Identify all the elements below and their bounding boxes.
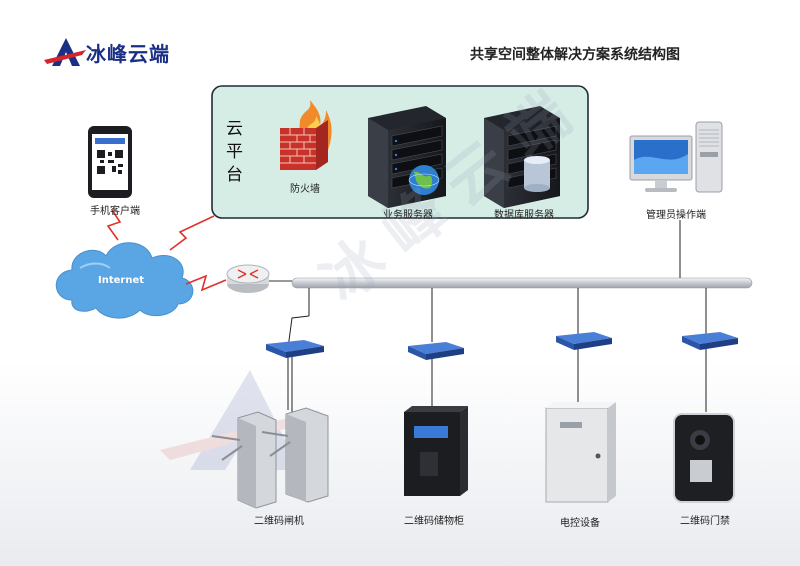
turnstile-icon	[211, 407, 329, 509]
qr-code-icon	[97, 150, 123, 174]
cloud-platform-label: 云平台	[226, 119, 243, 185]
locker-icon	[404, 406, 468, 496]
network-bus	[291, 277, 753, 289]
brand-logo-icon	[44, 38, 86, 66]
internet-cloud-icon	[55, 242, 194, 319]
database-server-icon	[484, 106, 560, 208]
diagram-title: 共享空间整体解决方案系统结构图	[470, 47, 680, 63]
mobile-client-label: 手机客户端	[90, 206, 140, 217]
control-box-icon	[545, 402, 616, 503]
router-icon	[226, 264, 270, 293]
wireless-link-icon	[106, 209, 227, 292]
admin-workstation-icon	[629, 121, 723, 193]
mobile-phone-icon	[88, 126, 132, 198]
network-switch-icon	[682, 332, 738, 350]
access-control-label: 二维码门禁	[680, 516, 730, 527]
firewall-label: 防火墙	[290, 184, 320, 195]
network-switch-icon	[408, 342, 464, 360]
locker-label: 二维码储物柜	[404, 516, 464, 527]
control-device-label: 电控设备	[560, 518, 600, 529]
business-server-icon	[368, 106, 446, 208]
admin-client-label: 管理员操作端	[646, 210, 706, 221]
brand-name: 冰峰云端	[86, 42, 170, 66]
network-switch-icon	[556, 332, 612, 350]
network-links	[287, 220, 707, 412]
floor-gradient	[0, 360, 800, 566]
turnstile-label: 二维码闸机	[254, 516, 304, 527]
firewall-icon	[280, 100, 332, 170]
database-server-label: 数据库服务器	[494, 210, 554, 221]
business-server-label: 业务服务器	[383, 210, 433, 221]
access-reader-icon	[673, 413, 735, 503]
database-cylinder-icon	[524, 156, 550, 192]
internet-label: Internet	[98, 275, 145, 286]
network-switch-icon	[266, 340, 324, 358]
